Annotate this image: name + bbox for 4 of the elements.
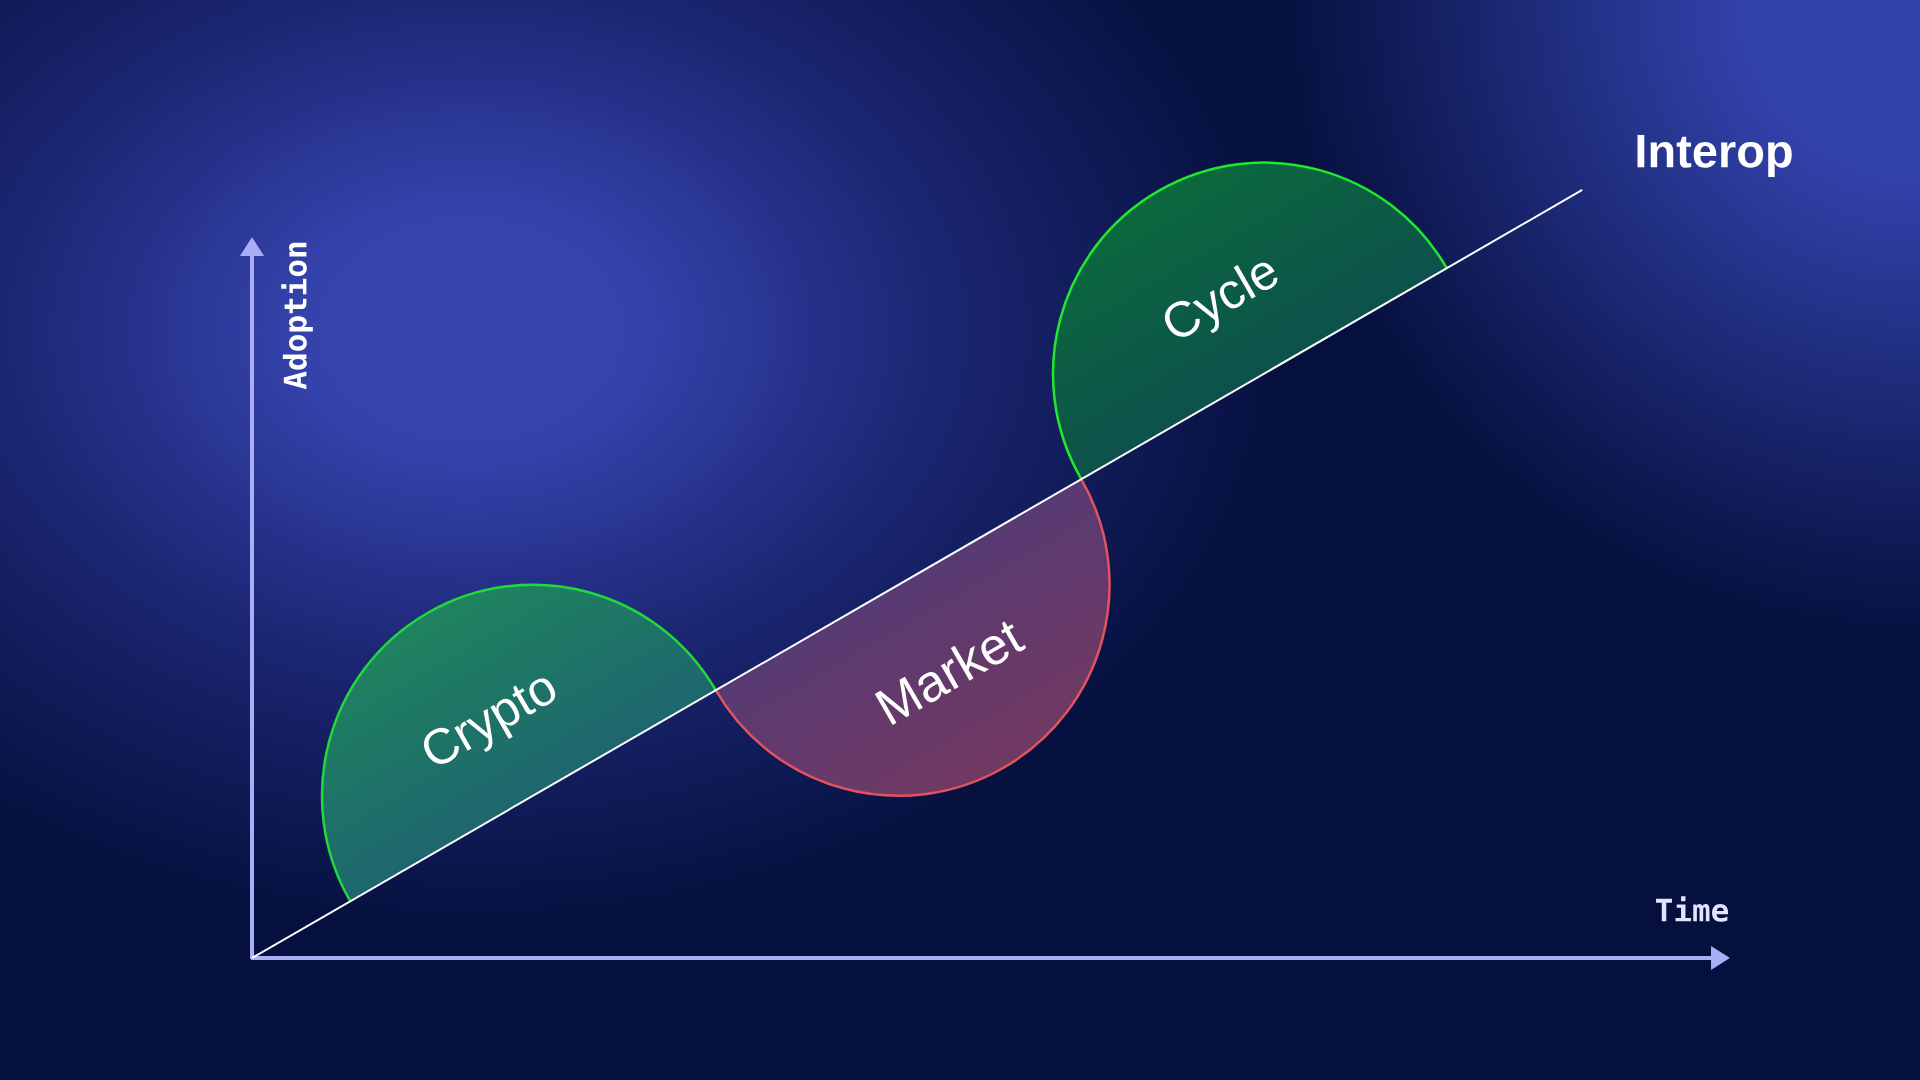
axis-label: Time (1656, 896, 1729, 922)
line-end-label: Interop (1637, 134, 1792, 178)
semicircle: Cycle (1051, 161, 1448, 480)
axis-label: Adoption (281, 242, 313, 390)
